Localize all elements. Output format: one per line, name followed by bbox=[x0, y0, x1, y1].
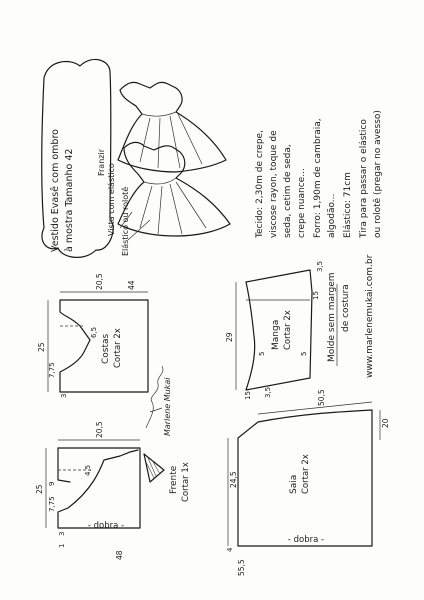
sleeve-dim-5a: 5 bbox=[258, 352, 266, 356]
sketch-label-front: Franzir bbox=[97, 148, 106, 176]
title-bubble bbox=[41, 58, 114, 258]
front-dart-hatch bbox=[145, 457, 161, 479]
pattern-back: Costas Cortar 2x 25 7,75 20,5 44 3 6,5 bbox=[37, 273, 149, 398]
skirt-cut: Cortar 2x bbox=[301, 454, 311, 494]
front-dim-3: 3 bbox=[58, 532, 66, 536]
pattern-front: Frente Cortar 1x - dobra - 25 9 7,75 20,… bbox=[35, 421, 191, 560]
footer-notes: Molde sem margem de costura www.marlenem… bbox=[327, 254, 375, 378]
back-dim-205: 20,5 bbox=[95, 273, 104, 290]
note-lining-2: algodão... bbox=[327, 194, 337, 238]
signature: Marlene Mukai bbox=[163, 377, 172, 436]
note-strap-2: ou rolotê (pregar no avesso) bbox=[372, 110, 383, 238]
skirt-dim-505: 50,5 bbox=[317, 389, 326, 406]
website: www.marlenemukai.com.br bbox=[365, 254, 375, 378]
front-fold: - dobra - bbox=[88, 521, 124, 531]
note-elastic: Elástico: 71cm bbox=[343, 172, 353, 238]
title-line-2: à mostra Tamanho 42 bbox=[64, 149, 75, 252]
note-strap-1: Tira para passar o elástico bbox=[359, 119, 369, 239]
sleeve-dim-35a: 3,5 bbox=[264, 387, 272, 398]
skirt-dim-555: 55,5 bbox=[237, 559, 246, 576]
front-dart bbox=[143, 453, 165, 483]
skirt-dim-top bbox=[257, 401, 373, 415]
signature-scribble bbox=[145, 365, 164, 429]
back-label: Costas bbox=[101, 333, 111, 364]
sketch-label-elastic: Vista com elástico bbox=[107, 163, 116, 236]
sleeve-dim-29: 29 bbox=[225, 332, 234, 342]
note-fabric-2: viscose rayon, toque de bbox=[269, 130, 279, 238]
skirt-label: Saia bbox=[289, 475, 299, 494]
back-dim-65: 6,5 bbox=[90, 327, 98, 338]
skirt-dim-245: 24,5 bbox=[229, 471, 238, 488]
back-dim-775: 7,75 bbox=[48, 362, 56, 378]
sketch-arrows bbox=[119, 211, 151, 241]
sleeve-dim-35b: 3,5 bbox=[316, 261, 324, 272]
pattern-skirt: Saia Cortar 2x - dobra - 50,5 20 24,5 55… bbox=[226, 389, 390, 576]
footer-note-1: Molde sem margem bbox=[327, 272, 337, 362]
dress-2-folds bbox=[139, 181, 207, 235]
back-dim-3: 3 bbox=[60, 394, 68, 398]
sleeve-cut: Cortar 2x bbox=[283, 310, 293, 350]
skirt-dim-20: 20 bbox=[381, 418, 390, 428]
fabric-notes: Tecido: 2,30m de crepe, viscose rayon, t… bbox=[255, 110, 383, 239]
front-label: Frente bbox=[169, 465, 179, 494]
sleeve-outline bbox=[245, 269, 313, 391]
back-outline bbox=[59, 299, 149, 393]
sleeve-dim-15b: 15 bbox=[312, 291, 320, 300]
footer-note-2: de costura bbox=[341, 284, 351, 332]
front-dim-9: 9 bbox=[48, 482, 56, 486]
sleeve-label: Manga bbox=[271, 320, 281, 350]
dress-sketch-1 bbox=[117, 81, 227, 173]
front-dim-205: 20,5 bbox=[95, 421, 104, 438]
back-dim-44: 44 bbox=[127, 280, 136, 290]
front-dim-48: 48 bbox=[115, 550, 124, 560]
note-fabric-4: crepe nuance... bbox=[297, 168, 307, 238]
note-fabric-1: Tecido: 2,30m de crepe, bbox=[255, 130, 265, 239]
skirt-fold: - dobra - bbox=[288, 535, 324, 545]
skirt-outline bbox=[237, 409, 373, 547]
signature-group: Marlene Mukai bbox=[145, 365, 172, 436]
front-outline bbox=[57, 447, 141, 529]
front-dim-775: 7,75 bbox=[48, 496, 56, 512]
dress-sketch-group: Vestido Evasê com ombro à mostra Tamanho… bbox=[41, 58, 231, 258]
front-neck bbox=[57, 447, 71, 483]
sleeve-dim-15a: 15 bbox=[244, 391, 252, 400]
front-dim-25: 25 bbox=[35, 484, 44, 494]
note-lining-1: Forro: 1,90m de cambraia, bbox=[313, 118, 323, 238]
skirt-dim-4: 4 bbox=[226, 547, 234, 552]
front-dim-45: 4,5 bbox=[84, 465, 92, 476]
pattern-sleeve: Manga Cortar 2x 29 5 5 15 15 3,5 3,5 bbox=[225, 261, 324, 400]
back-dim-25: 25 bbox=[37, 342, 46, 352]
dress-1-folds bbox=[139, 113, 203, 169]
front-dim-1: 1 bbox=[58, 544, 66, 548]
front-cut: Cortar 1x bbox=[181, 462, 191, 502]
sleeve-dim-5b: 5 bbox=[300, 352, 308, 356]
title-line-1: Vestido Evasê com ombro bbox=[50, 129, 61, 252]
dress-sketch-2 bbox=[117, 141, 231, 237]
note-fabric-3: seda, cetim de seda, bbox=[283, 144, 293, 238]
back-cut: Cortar 2x bbox=[113, 328, 123, 368]
dress-2-waist bbox=[143, 177, 177, 185]
dress-1-waist bbox=[141, 111, 177, 117]
